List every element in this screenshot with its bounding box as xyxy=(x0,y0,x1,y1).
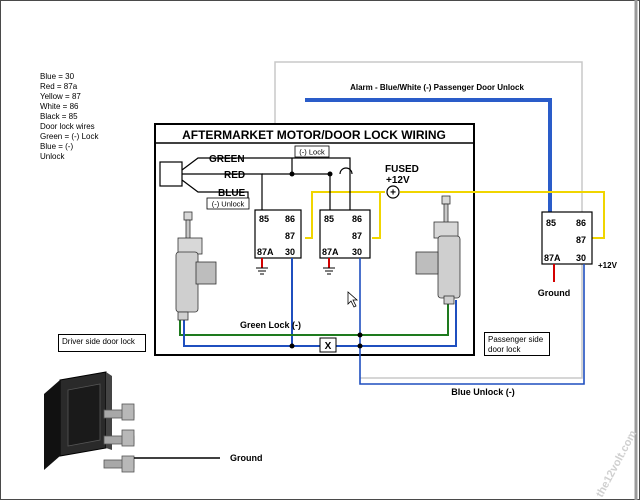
legend-line: Yellow = 87 xyxy=(40,92,81,101)
right-actuator-icon xyxy=(415,195,461,305)
rocker-switch-icon xyxy=(44,371,135,473)
junction-dot xyxy=(289,343,295,349)
passenger-side-label: Passenger side door lock xyxy=(484,332,550,356)
relay-2-pin30: 30 xyxy=(352,247,362,257)
relay-1-pin87: 87 xyxy=(285,231,295,241)
relay-2: 85 86 87 87A 30 xyxy=(319,209,371,259)
relay-ground-label: Ground xyxy=(538,288,571,298)
watermark: the12volt.com xyxy=(594,428,639,499)
fuse-terminal xyxy=(386,185,400,199)
junction-dot xyxy=(357,343,363,349)
relay-1-pin86: 86 xyxy=(285,214,295,224)
relay-2-box xyxy=(319,209,371,259)
yellow-wire-right xyxy=(400,191,605,239)
green-wire-label: GREEN xyxy=(209,154,245,165)
relay-2-pin86: 86 xyxy=(352,214,362,224)
fuse-plus-symbol: + xyxy=(390,188,396,199)
panel-title: AFTERMARKET MOTOR/DOOR LOCK WIRING xyxy=(182,128,446,142)
yellow-wire-relay1 xyxy=(305,191,385,239)
neg-lock-tag xyxy=(294,145,330,158)
green-lock-label: Green Lock (-) xyxy=(240,320,301,330)
mouse-cursor-icon xyxy=(347,291,359,308)
wire-crossover xyxy=(339,167,353,175)
switch-ground-label: Ground xyxy=(230,453,263,463)
relay-3-pin86: 86 xyxy=(576,218,586,228)
relay-2-ground-icon xyxy=(323,267,335,275)
relay-1: 85 86 87 87A 30 xyxy=(254,209,302,259)
legend-line: Blue = 30 xyxy=(40,72,75,81)
junction-dot xyxy=(357,332,363,338)
green-input-wire xyxy=(181,157,351,212)
legend-line: Unlock xyxy=(40,152,65,161)
legend-line: Red = 87a xyxy=(40,82,78,91)
red-input-wire-2 xyxy=(262,173,331,212)
left-actuator-icon xyxy=(175,211,217,321)
legend-line: Blue = (-) xyxy=(40,142,74,151)
relay-1-pin87a: 87A xyxy=(257,247,274,257)
junction-dot xyxy=(327,171,333,177)
blue-input-wire xyxy=(181,179,249,198)
neg-lock-label: (-) Lock xyxy=(299,148,325,157)
wiring-panel xyxy=(154,123,475,356)
x-mark: X xyxy=(325,341,332,352)
neg-unlock-tag xyxy=(206,197,250,210)
alarm-wire-label: Alarm - Blue/White (-) Passenger Door Un… xyxy=(350,83,524,92)
driver-side-label: Driver side door lock xyxy=(58,334,146,352)
connector-plug xyxy=(159,161,183,187)
relay-2-pin87a: 87A xyxy=(322,247,339,257)
x-mark-box xyxy=(319,337,337,353)
plus12-main-label: +12V xyxy=(386,175,410,186)
junction-dot xyxy=(289,171,295,177)
legend-line: Green = (-) Lock xyxy=(40,132,99,141)
relay-3-pin30: 30 xyxy=(576,253,586,263)
yellow-wire-relay2 xyxy=(372,191,385,239)
plus12-right-label: +12V xyxy=(598,261,618,270)
green-lock-wire xyxy=(179,300,449,336)
red-wire-label: RED xyxy=(224,170,245,181)
blue-wire-label: BLUE xyxy=(218,188,246,199)
relay-1-ground-icon xyxy=(256,267,268,275)
blue-unlock-wire xyxy=(359,258,585,385)
blue-unlock-label: Blue Unlock (-) xyxy=(451,387,515,397)
relay-3-pin87: 87 xyxy=(576,235,586,245)
legend-line: White = 86 xyxy=(40,102,79,111)
relay-3-pin87a: 87A xyxy=(544,253,561,263)
relay-3-pin85: 85 xyxy=(546,218,556,228)
relay-1-pin30: 30 xyxy=(285,247,295,257)
red-input-wire xyxy=(182,173,263,212)
relay-1-pin85: 85 xyxy=(259,214,269,224)
relay-3: 85 86 87 87A 30 xyxy=(541,211,593,265)
alarm-wire xyxy=(305,98,552,212)
neg-unlock-label: (-) Unlock xyxy=(212,200,245,209)
relay-2-pin87: 87 xyxy=(352,231,362,241)
legend-line: Black = 85 xyxy=(40,112,78,121)
relay-2-pin85: 85 xyxy=(324,214,334,224)
relay-3-box xyxy=(541,211,593,265)
fused-label: FUSED xyxy=(385,164,419,175)
white-wire xyxy=(274,61,583,379)
relay-1-box xyxy=(254,209,302,259)
legend-line: Door lock wires xyxy=(40,122,95,131)
color-legend: Blue = 30 Red = 87a Yellow = 87 White = … xyxy=(40,72,98,162)
